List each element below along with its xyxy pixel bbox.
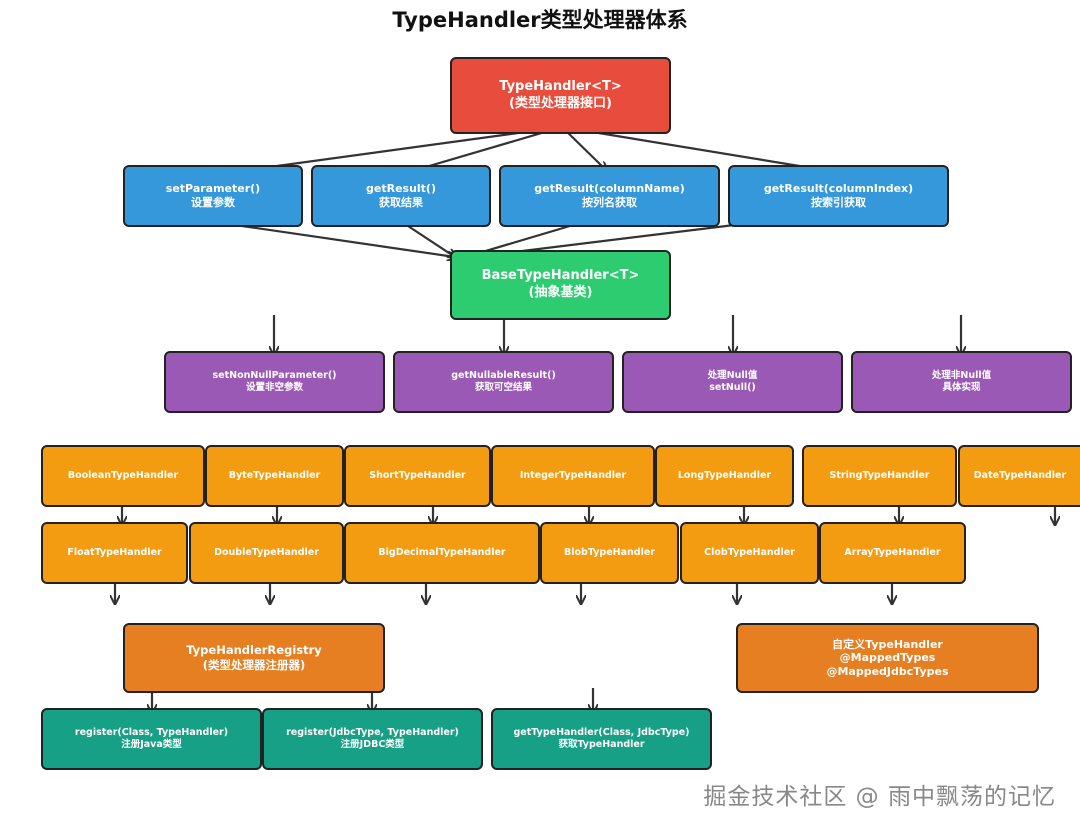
node-line: IntegerTypeHandler bbox=[519, 469, 627, 481]
get-result-column-name-node: getResult(columnName) 按列名获取 bbox=[499, 165, 720, 227]
node-line: BaseTypeHandler<T> bbox=[481, 268, 640, 284]
node-line: @MappedJdbcTypes bbox=[826, 664, 949, 678]
boolean-typehandler-node: BooleanTypeHandler bbox=[41, 445, 205, 507]
node-line: 设置非空参数 bbox=[245, 382, 303, 393]
node-line: (抽象基类) bbox=[528, 285, 593, 300]
get-nullable-result-node: getNullableResult() 获取可空结果 bbox=[393, 351, 614, 413]
float-typehandler-node: FloatTypeHandler bbox=[41, 522, 188, 584]
get-result-column-index-node: getResult(columnIndex) 按索引获取 bbox=[728, 165, 949, 227]
register-class-node: register(Class, TypeHandler) 注册Java类型 bbox=[41, 708, 262, 770]
node-line: LongTypeHandler bbox=[677, 469, 772, 481]
node-line: StringTypeHandler bbox=[829, 469, 930, 481]
node-line: 处理Null值 bbox=[707, 369, 758, 381]
node-line: 按索引获取 bbox=[811, 196, 866, 209]
node-line: setNonNullParameter() bbox=[212, 369, 337, 381]
date-typehandler-node: DateTypeHandler bbox=[958, 445, 1080, 507]
node-line: (类型处理器接口) bbox=[509, 95, 612, 111]
node-line: ShortTypeHandler bbox=[369, 469, 466, 481]
node-line: register(Class, TypeHandler) bbox=[74, 726, 229, 738]
get-result-node: getResult() 获取结果 bbox=[311, 165, 491, 227]
node-line: ClobTypeHandler bbox=[704, 546, 795, 558]
long-typehandler-node: LongTypeHandler bbox=[655, 445, 794, 507]
byte-typehandler-node: ByteTypeHandler bbox=[205, 445, 344, 507]
node-line: TypeHandlerRegistry bbox=[186, 643, 322, 658]
node-line: BigDecimalTypeHandler bbox=[378, 546, 506, 558]
node-line: FloatTypeHandler bbox=[67, 546, 162, 558]
node-line: getResult(columnIndex) bbox=[763, 181, 914, 195]
edge-th-getresult-colname bbox=[561, 126, 606, 170]
node-line: getResult(columnName) bbox=[534, 181, 685, 195]
node-line: setNull() bbox=[709, 382, 756, 393]
node-line: register(JdbcType, TypeHandler) bbox=[286, 726, 459, 738]
node-line: TypeHandler<T> bbox=[499, 78, 622, 94]
node-line: DoubleTypeHandler bbox=[214, 546, 319, 558]
diagram-title: TypeHandler类型处理器体系 bbox=[392, 8, 688, 32]
clob-typehandler-node: ClobTypeHandler bbox=[680, 522, 819, 584]
node-line: BlobTypeHandler bbox=[564, 546, 655, 558]
node-line: setParameter() bbox=[165, 181, 261, 195]
register-jdbc-node: register(JdbcType, TypeHandler) 注册JDBC类型 bbox=[262, 708, 483, 770]
node-line: getNullableResult() bbox=[451, 369, 556, 381]
string-typehandler-node: StringTypeHandler bbox=[802, 445, 957, 507]
get-typehandler-node: getTypeHandler(Class, JdbcType) 获取TypeHa… bbox=[491, 708, 712, 770]
node-line: 注册Java类型 bbox=[121, 739, 182, 750]
watermark: 掘金技术社区 @ 雨中飘荡的记忆 bbox=[703, 784, 1056, 810]
node-line: getResult() bbox=[366, 181, 436, 195]
bigdecimal-typehandler-node: BigDecimalTypeHandler bbox=[344, 522, 540, 584]
base-typehandler-node: BaseTypeHandler<T> (抽象基类) bbox=[450, 250, 671, 320]
node-line: BooleanTypeHandler bbox=[67, 469, 179, 481]
node-line: 获取可空结果 bbox=[474, 382, 532, 393]
handle-null-node: 处理Null值 setNull() bbox=[622, 351, 843, 413]
edge-getresult-base bbox=[401, 221, 455, 257]
node-line: 处理非Null值 bbox=[931, 369, 992, 381]
typehandler-interface-node: TypeHandler<T> (类型处理器接口) bbox=[450, 57, 671, 134]
handle-non-null-node: 处理非Null值 具体实现 bbox=[851, 351, 1072, 413]
node-line: 设置参数 bbox=[191, 196, 235, 209]
node-line: 具体实现 bbox=[942, 382, 981, 393]
set-parameter-node: setParameter() 设置参数 bbox=[123, 165, 303, 227]
node-line: (类型处理器注册器) bbox=[202, 658, 306, 672]
edge-th-getresult-colindex bbox=[561, 125, 836, 172]
edge-setparameter-base bbox=[214, 220, 455, 257]
set-non-null-parameter-node: setNonNullParameter() 设置非空参数 bbox=[164, 351, 385, 413]
node-line: 获取结果 bbox=[379, 196, 423, 209]
double-typehandler-node: DoubleTypeHandler bbox=[189, 522, 344, 584]
node-line: 自定义TypeHandler bbox=[832, 638, 943, 652]
node-line: 注册JDBC类型 bbox=[340, 739, 405, 750]
node-line: DateTypeHandler bbox=[973, 469, 1067, 481]
node-line: ByteTypeHandler bbox=[228, 469, 321, 481]
node-line: getTypeHandler(Class, JdbcType) bbox=[513, 726, 690, 738]
typehandler-registry-node: TypeHandlerRegistry (类型处理器注册器) bbox=[123, 623, 385, 693]
node-line: @MappedTypes bbox=[839, 651, 936, 665]
blob-typehandler-node: BlobTypeHandler bbox=[540, 522, 679, 584]
node-line: ArrayTypeHandler bbox=[844, 546, 941, 558]
array-typehandler-node: ArrayTypeHandler bbox=[819, 522, 966, 584]
integer-typehandler-node: IntegerTypeHandler bbox=[491, 445, 655, 507]
custom-typehandler-node: 自定义TypeHandler @MappedTypes @MappedJdbcT… bbox=[736, 623, 1039, 693]
node-line: 获取TypeHandler bbox=[558, 739, 645, 750]
node-line: 按列名获取 bbox=[582, 196, 637, 209]
short-typehandler-node: ShortTypeHandler bbox=[344, 445, 491, 507]
